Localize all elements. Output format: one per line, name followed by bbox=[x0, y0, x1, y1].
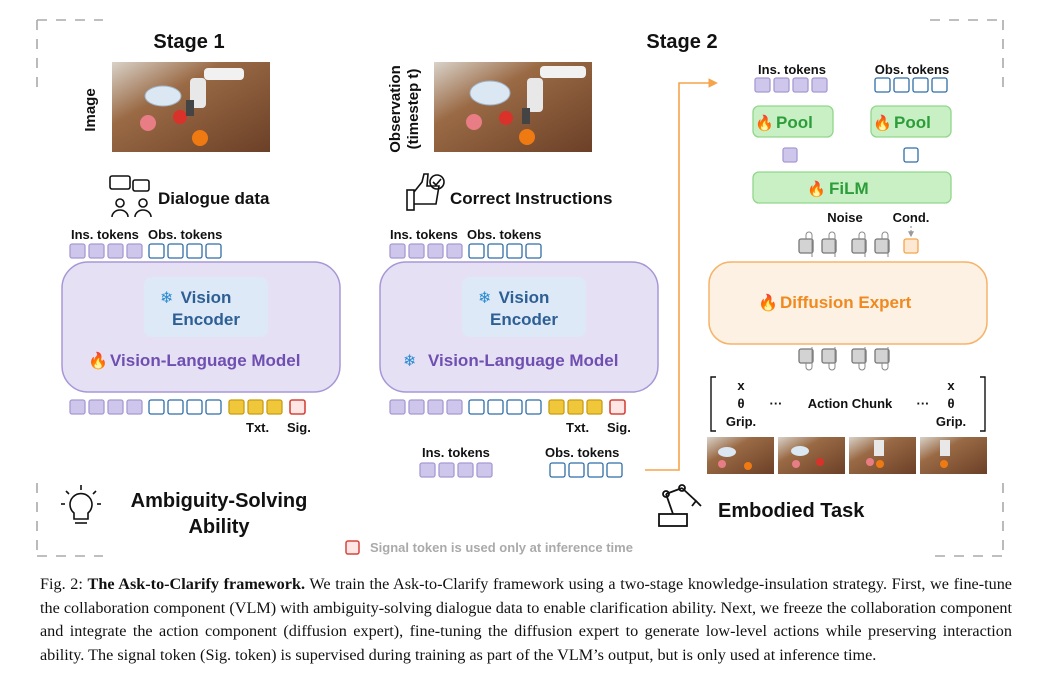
pool-label-1: Pool bbox=[776, 113, 813, 132]
middle-ins-tokens-label: Ins. tokens bbox=[390, 227, 458, 242]
snowflake-icon: ❄ bbox=[160, 290, 173, 307]
image-label: Image bbox=[82, 88, 99, 131]
right-grip-label: Grip. bbox=[936, 414, 966, 429]
stage1-encoder-line1: Vision bbox=[181, 288, 232, 307]
stage1-vlm-label: Vision-Language Model bbox=[110, 351, 300, 370]
stage2-input-tokens bbox=[754, 77, 948, 93]
dialogue-label: Dialogue data bbox=[158, 189, 270, 208]
signal-token-legend-text: Signal token is used only at inference t… bbox=[370, 540, 633, 555]
observation-scene-image bbox=[434, 62, 592, 152]
bottom-ins-tokens-label: Ins. tokens bbox=[422, 445, 490, 460]
figure-caption: Fig. 2: The Ask-to-Clarify framework. We… bbox=[40, 573, 1012, 667]
middle-encoder-line2: Encoder bbox=[490, 310, 558, 329]
diffusion-expert-box bbox=[708, 261, 988, 345]
dialogue-icon bbox=[109, 175, 152, 218]
action-chunk-brackets bbox=[710, 376, 986, 432]
cond-label: Cond. bbox=[893, 210, 930, 225]
thumbs-up-icon bbox=[406, 173, 445, 211]
correct-instructions-label: Correct Instructions bbox=[450, 189, 612, 208]
pool-box-1 bbox=[752, 105, 834, 138]
right-dots: ··· bbox=[917, 396, 930, 411]
caption-title: The Ask-to-Clarify framework. bbox=[87, 575, 306, 593]
left-x-label: x bbox=[737, 378, 745, 393]
middle-txt-label: Txt. bbox=[566, 420, 589, 435]
pooled-obs-token bbox=[903, 147, 919, 163]
stage1-input-tokens bbox=[69, 243, 222, 259]
film-label: FiLM bbox=[829, 179, 869, 198]
stage1-txt-label: Txt. bbox=[246, 420, 269, 435]
fire-icon: 🔥 bbox=[758, 293, 778, 312]
cond-token bbox=[903, 238, 919, 254]
observation-label-line2: (timestep t) bbox=[405, 69, 422, 150]
noise-label: Noise bbox=[827, 210, 862, 225]
stage1-encoder-box bbox=[144, 277, 268, 337]
stage1-scene-image bbox=[112, 62, 270, 152]
fire-icon: 🔥 bbox=[807, 180, 826, 198]
noise-tokens bbox=[798, 238, 890, 254]
output-action-tokens bbox=[798, 348, 890, 364]
fire-icon: 🔥 bbox=[88, 351, 108, 370]
dashed-frame bbox=[36, 19, 1004, 557]
snowflake-icon: ❄ bbox=[403, 353, 416, 370]
pooled-ins-token bbox=[782, 147, 798, 163]
connector-arrow bbox=[645, 78, 718, 471]
right-theta-label: θ bbox=[947, 396, 954, 411]
middle-input-tokens bbox=[389, 243, 542, 259]
framework-figure: Stage 1 Image Dialogue data Ins. tokens … bbox=[36, 19, 1004, 557]
stage1-encoder-line2: Encoder bbox=[172, 310, 240, 329]
bottom-obs-tokens-label: Obs. tokens bbox=[545, 445, 619, 460]
lightbulb-icon bbox=[61, 485, 101, 524]
robot-arm-icon bbox=[658, 484, 702, 527]
stage1-title: Stage 1 bbox=[153, 31, 224, 53]
action-chunk-label: Action Chunk bbox=[808, 396, 893, 411]
middle-output-tokens bbox=[389, 399, 626, 415]
fire-icon: 🔥 bbox=[873, 114, 892, 132]
signal-token-legend-swatch bbox=[345, 540, 360, 555]
left-dots: ··· bbox=[770, 396, 783, 411]
trajectory-frames bbox=[707, 437, 987, 474]
pool-label-2: Pool bbox=[894, 113, 931, 132]
bottom-tokens bbox=[419, 462, 623, 478]
stage1-sig-label: Sig. bbox=[287, 420, 311, 435]
noise-loops bbox=[805, 231, 889, 257]
ability-line1: Ambiguity-Solving bbox=[131, 490, 308, 512]
output-loops bbox=[805, 347, 889, 371]
caption-prefix: Fig. 2: bbox=[40, 575, 88, 593]
observation-label-line1: Observation bbox=[387, 65, 404, 153]
middle-encoder-line1: Vision bbox=[499, 288, 550, 307]
caption-text: We train the Ask-to-Clarify framework us… bbox=[40, 575, 1012, 664]
right-x-label: x bbox=[947, 378, 955, 393]
fire-icon: 🔥 bbox=[755, 114, 774, 132]
film-box bbox=[752, 171, 952, 204]
stage2-ins-tokens-label: Ins. tokens bbox=[758, 62, 826, 77]
embodied-task-label: Embodied Task bbox=[718, 500, 865, 522]
stage2-obs-tokens-label: Obs. tokens bbox=[875, 62, 949, 77]
middle-vlm-label: Vision-Language Model bbox=[428, 351, 618, 370]
stage2-title: Stage 2 bbox=[646, 31, 717, 53]
snowflake-icon: ❄ bbox=[478, 290, 491, 307]
left-theta-label: θ bbox=[737, 396, 744, 411]
middle-obs-tokens-label: Obs. tokens bbox=[467, 227, 541, 242]
stage1-ins-tokens-label: Ins. tokens bbox=[71, 227, 139, 242]
pool-box-2 bbox=[870, 105, 952, 138]
middle-encoder-box bbox=[462, 277, 586, 337]
ability-line2: Ability bbox=[188, 516, 250, 538]
stage1-obs-tokens-label: Obs. tokens bbox=[148, 227, 222, 242]
diffusion-expert-label: Diffusion Expert bbox=[780, 293, 912, 312]
stage1-output-tokens bbox=[69, 399, 306, 415]
left-grip-label: Grip. bbox=[726, 414, 756, 429]
middle-sig-label: Sig. bbox=[607, 420, 631, 435]
